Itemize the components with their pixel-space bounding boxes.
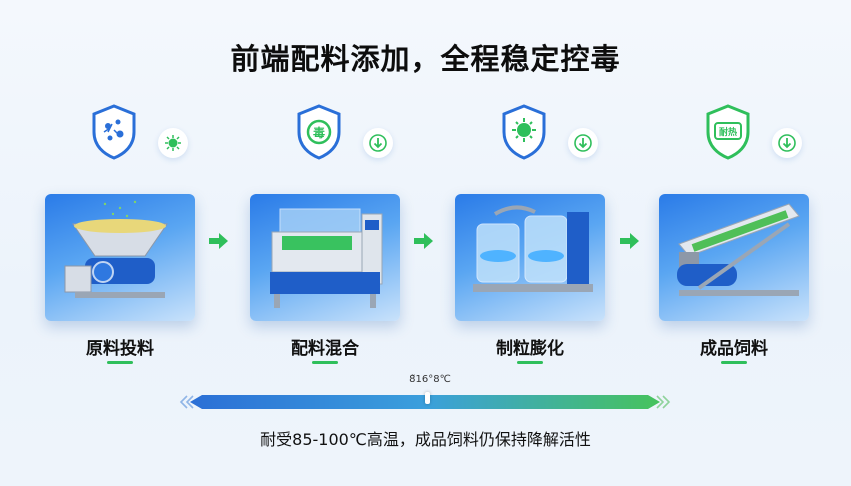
caption-text: 耐受85-100℃高温，成品饲料仍保持降解活性 (260, 430, 591, 449)
label-underline (721, 361, 747, 364)
step-label: 配料混合 (291, 339, 359, 359)
next-arrow-icon (620, 233, 639, 249)
toxin-shield-icon: 毒 (297, 104, 341, 160)
step-label: 成品饲料 (700, 339, 768, 359)
machine-image-mixer (250, 194, 400, 321)
machine-image-extruder (455, 194, 605, 321)
double-chevron-left-icon (179, 395, 194, 409)
temperature-marker-label: 8̃16°8℃ (409, 374, 451, 385)
machine-image-conveyor (659, 194, 809, 321)
double-chevron-right-icon (656, 395, 671, 409)
toxin-badge-text: 毒 (313, 125, 325, 140)
heat-resistant-shield-icon: 耐热 (706, 104, 750, 160)
label-underline (312, 361, 338, 364)
next-arrow-icon (414, 233, 433, 249)
bacteria-shield-icon (92, 104, 136, 160)
label-underline (107, 361, 133, 364)
down-arrow-icon (772, 128, 802, 158)
next-arrow-icon (209, 233, 228, 249)
step-label: 原料投料 (86, 339, 154, 359)
down-arrow-icon (568, 128, 598, 158)
step-label: 制粒膨化 (496, 339, 564, 359)
page-title: 前端配料添加，全程稳定控毒 (230, 42, 621, 76)
temperature-marker (425, 392, 430, 404)
germ-icon (158, 128, 188, 158)
virus-shield-icon (502, 104, 546, 160)
down-arrow-icon (363, 128, 393, 158)
heat-badge-text: 耐热 (719, 126, 737, 138)
machine-image-hopper (45, 194, 195, 321)
label-underline (517, 361, 543, 364)
